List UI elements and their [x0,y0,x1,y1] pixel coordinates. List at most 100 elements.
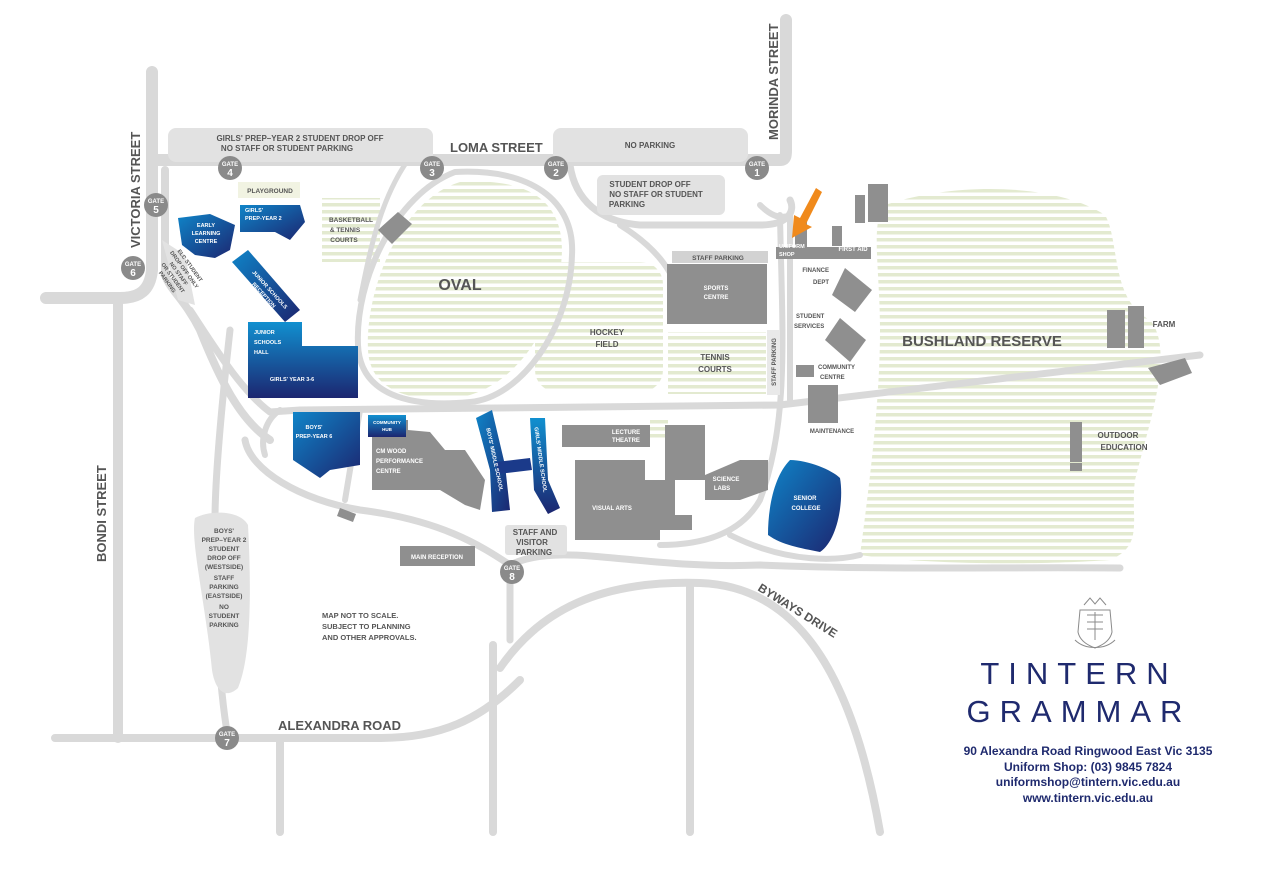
playground-area [238,182,300,198]
svg-text:THEATRE: THEATRE [612,438,640,444]
svg-text:LEARNING: LEARNING [192,231,221,237]
science-labs-label: SCIENCE [713,477,740,483]
svg-text:3: 3 [429,168,435,179]
svg-text:SUBJECT TO PLANNING: SUBJECT TO PLANNING [322,622,411,631]
svg-text:STUDENT: STUDENT [209,613,240,620]
visual-arts-label: VISUAL ARTS [592,506,632,512]
blue-buildings [178,205,842,552]
community-centre-label: COMMUNITY [818,365,855,371]
uniform-shop-email[interactable]: uniformshop@tintern.vic.edu.au [995,775,1181,789]
tennis-courts-field [668,332,766,394]
early-learning-centre-building [178,214,235,258]
svg-text:VISITOR: VISITOR [516,538,548,547]
svg-text:CENTRE: CENTRE [376,469,401,475]
staff-parking-vertical-label: STAFF PARKING [772,338,778,386]
loma-street-label: LOMA STREET [450,140,543,155]
svg-text:NO STAFF OR STUDENT PARKING: NO STAFF OR STUDENT PARKING [221,144,353,153]
school-brand: TINTERN GRAMMAR [934,655,1224,731]
website-link[interactable]: www.tintern.vic.edu.au [1022,790,1154,805]
svg-text:SCHOOLS: SCHOOLS [254,340,282,346]
svg-text:4: 4 [227,168,233,179]
farm-building-2 [1128,306,1144,348]
svg-text:NO STAFF OR STUDENT: NO STAFF OR STUDENT [609,190,703,199]
sports-centre [667,264,767,324]
basketball-label: BASKETBALL [329,217,373,224]
svg-text:BOYS': BOYS' [214,528,234,535]
svg-text:GATE: GATE [219,732,235,738]
boys-prep-building [293,412,360,478]
girls-dropoff-label: GIRLS' PREP–YEAR 2 STUDENT DROP OFF [216,134,383,143]
svg-text:LABS: LABS [714,486,730,492]
svg-text:SERVICES: SERVICES [794,324,824,330]
svg-text:GATE: GATE [504,566,520,572]
svg-text:2: 2 [553,168,559,179]
roads [40,14,1204,836]
outdoor-education-label: OUTDOOR [1098,431,1139,440]
junior-hall-label: JUNIOR [254,330,275,336]
community-hub-label: COMMUNITY [373,420,401,425]
map-note: MAP NOT TO SCALE. [322,611,398,620]
cm-wood-building [372,420,485,510]
victoria-street-label: VICTORIA STREET [128,132,143,248]
junior-hall-building [248,322,358,398]
svg-text:PERFORMANCE: PERFORMANCE [376,459,423,465]
svg-text:COURTS: COURTS [330,237,358,244]
farm-label: FARM [1153,320,1176,329]
svg-text:(EASTSIDE): (EASTSIDE) [206,593,243,600]
svg-text:DROP OFF: DROP OFF [207,555,240,562]
sports-centre-label: SPORTS [704,286,729,292]
tennis-courts-label: TENNIS [700,353,730,362]
svg-text:PARKING: PARKING [516,548,552,557]
svg-text:GATE: GATE [749,162,765,168]
staff-visitor-parking-label: STAFF AND [513,528,558,537]
uniform-shop-phone[interactable]: Uniform Shop: (03) 9845 7824 [1003,759,1173,774]
svg-text:GATE: GATE [125,262,141,268]
girls-middle-building [530,418,560,514]
girls-y36-label: GIRLS' YEAR 3-6 [270,377,314,383]
svg-text:STAFF: STAFF [214,575,234,582]
cm-wood-label: CM WOOD [376,449,407,455]
drop-off-pads [162,128,780,694]
morinda-street-label: MORINDA STREET [766,23,781,140]
boys-prep-label: BOYS' [306,425,324,431]
uniform-shop-label: UNIFORM [779,244,805,250]
boys-middle-building [476,410,510,512]
lecture-theatre-building [562,425,650,447]
svg-text:FIELD: FIELD [595,340,618,349]
maintenance-label: MAINTENANCE [810,429,854,435]
svg-text:PREP-YEAR 6: PREP-YEAR 6 [296,434,333,440]
early-learning-label: EARLY [197,223,215,229]
grey-buildings [337,184,1192,566]
bushland-label: BUSHLAND RESERVE [902,333,1062,350]
contact-block: 90 Alexandra Road Ringwood East Vic 3135… [938,744,1238,806]
main-reception-label: MAIN RECEPTION [411,555,463,561]
student-services-label: STUDENT [796,314,825,320]
oval-label: OVAL [438,277,481,294]
svg-text:CENTRE: CENTRE [820,375,845,381]
school-crest-icon [1074,597,1116,649]
svg-text:PARKING: PARKING [209,584,239,591]
boys-dropoff-label: BOYS' PREP–YEAR 2 STUDENT DROP OFF (WEST… [202,528,247,629]
svg-text:HALL: HALL [254,350,269,356]
lecture-field-strip [650,420,668,440]
community-hub-building [368,415,406,437]
girls-prep-building [240,205,305,240]
finance-building [832,268,872,312]
science-building [665,425,768,500]
brand-line-1: TINTERN [980,656,1178,691]
no-parking-label: NO PARKING [625,141,676,150]
student-dropoff-label: STUDENT DROP OFF [609,180,690,189]
lecture-theatre-label: LECTURE [612,430,640,436]
bondi-street-label: BONDI STREET [94,465,109,562]
staff-parking-label: STAFF PARKING [692,255,744,262]
svg-text:6: 6 [130,268,136,279]
